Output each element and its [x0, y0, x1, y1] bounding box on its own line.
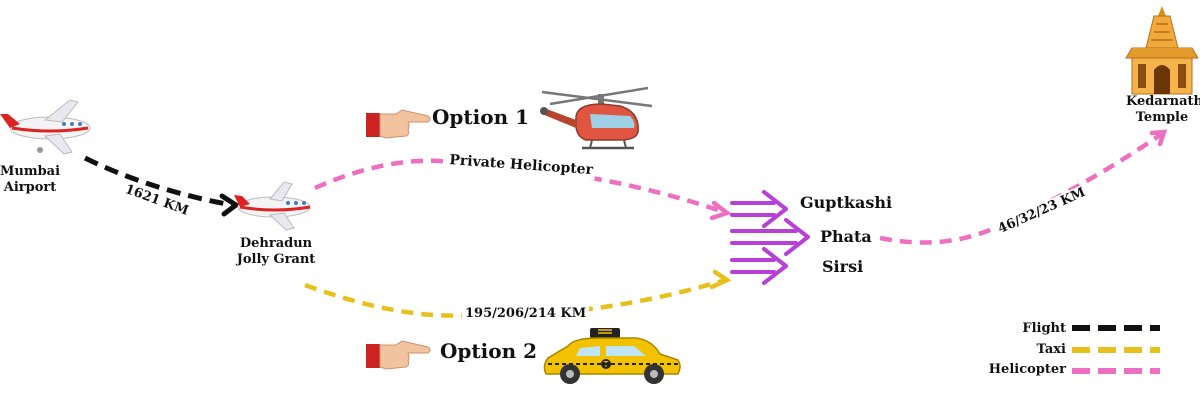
arrow-sirsi — [730, 247, 788, 285]
legend-label-taxi: Taxi — [1036, 342, 1066, 357]
arrow-phata — [730, 218, 810, 256]
node-label-kedarnath: Kedarnath Temple — [1126, 94, 1200, 126]
arrow-guptkashi — [730, 190, 788, 228]
legend-label-flight: Flight — [1022, 321, 1066, 336]
pointing-hand-icon — [366, 109, 431, 139]
temple-icon — [1125, 6, 1199, 95]
helicopter-icon — [540, 86, 653, 150]
node-label-dehradun: Dehradun Jolly Grant — [236, 236, 316, 268]
taxi-route — [304, 269, 732, 318]
flight-route — [83, 155, 241, 217]
taxi-icon: T — [543, 328, 681, 384]
destination-arrows — [730, 190, 810, 285]
helicopter-route — [314, 158, 732, 221]
destination-guptkashi: Guptkashi — [800, 193, 893, 212]
node-label-mumbai: Mumbai Airport — [0, 164, 61, 196]
airplane-icon — [234, 181, 311, 231]
option-1-label: Option 1 — [432, 105, 530, 129]
pointing-hand-icon — [366, 340, 431, 370]
destination-sirsi: Sirsi — [822, 257, 864, 276]
airplane-icon — [0, 99, 91, 155]
option-2-label: Option 2 — [440, 339, 538, 363]
legend-label-helicopter: Helicopter — [988, 362, 1066, 377]
taxi-distance-label: 195/206/214 KM — [462, 306, 590, 323]
destination-phata: Phata — [820, 227, 872, 246]
legend-lines — [1072, 325, 1160, 374]
